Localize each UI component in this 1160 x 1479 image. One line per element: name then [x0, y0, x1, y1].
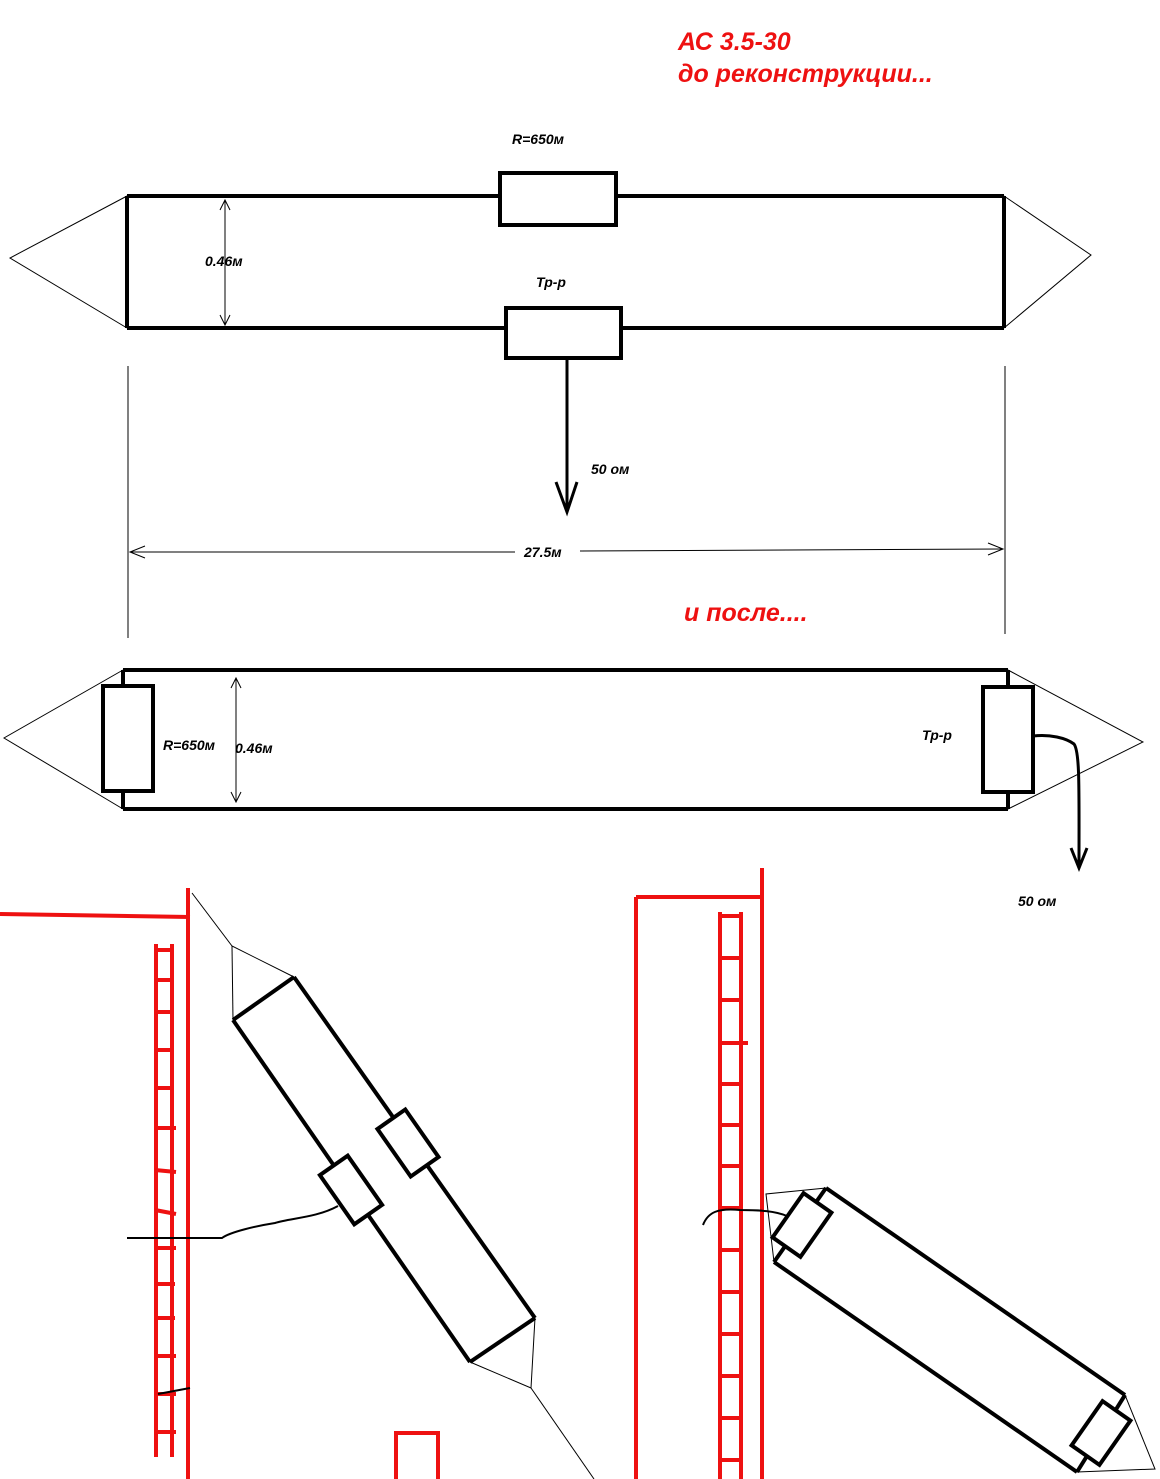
- sketch-left-feed-cable: [127, 1205, 339, 1239]
- ladder-left: [154, 944, 177, 1457]
- after-heading: и после....: [684, 599, 808, 627]
- after-output-label: 50 ом: [1018, 893, 1057, 909]
- sketch-left-transformer: [317, 1152, 385, 1228]
- after-width-label: 0.46м: [235, 740, 273, 756]
- before-transformer-label: Тр-р: [536, 274, 566, 290]
- after-resistor-label: R=650м: [163, 737, 216, 753]
- installation-sketch-before: [0, 888, 595, 1479]
- before-resistor: [498, 171, 618, 227]
- sketch-right-transformer: [769, 1190, 835, 1260]
- before-transformer: [504, 306, 623, 360]
- after-feed-arrow: [1069, 847, 1089, 873]
- after-right-guy: [1007, 669, 1145, 810]
- before-antenna: 0.46м R=650м Тр-р 50 ом: [8, 131, 1092, 517]
- title-line-2: до реконструкции...: [678, 60, 933, 88]
- before-left-guy: [8, 195, 128, 329]
- title-line-1: АС 3.5-30: [677, 28, 791, 56]
- before-right-guy: [1003, 195, 1092, 329]
- before-width-label: 0.46м: [205, 253, 243, 269]
- after-left-guy: [3, 669, 124, 810]
- ladder-right: [718, 912, 748, 1479]
- sketch-right-wire-b: [824, 1186, 1127, 1397]
- before-resistor-label: R=650м: [512, 131, 565, 147]
- after-antenna: R=650м 0.46м Тр-р 50 ом: [3, 668, 1145, 909]
- sketch-right-resistor: [1068, 1398, 1134, 1468]
- before-output-label: 50 ом: [591, 461, 630, 477]
- after-feed-line: [1032, 734, 1081, 869]
- before-feed-arrow: [554, 481, 579, 517]
- after-resistor: [101, 684, 155, 793]
- after-transformer-label: Тр-р: [922, 727, 952, 743]
- sketch-left-resistor: [374, 1106, 442, 1180]
- length-label: 27.5м: [523, 544, 562, 560]
- installation-sketch-after: [634, 868, 1156, 1479]
- sketch-right-feed-cable: [702, 1208, 788, 1226]
- length-dimension: 27.5м: [127, 366, 1006, 638]
- after-transformer: [981, 685, 1035, 794]
- sketch-right-wire-a: [772, 1260, 1079, 1474]
